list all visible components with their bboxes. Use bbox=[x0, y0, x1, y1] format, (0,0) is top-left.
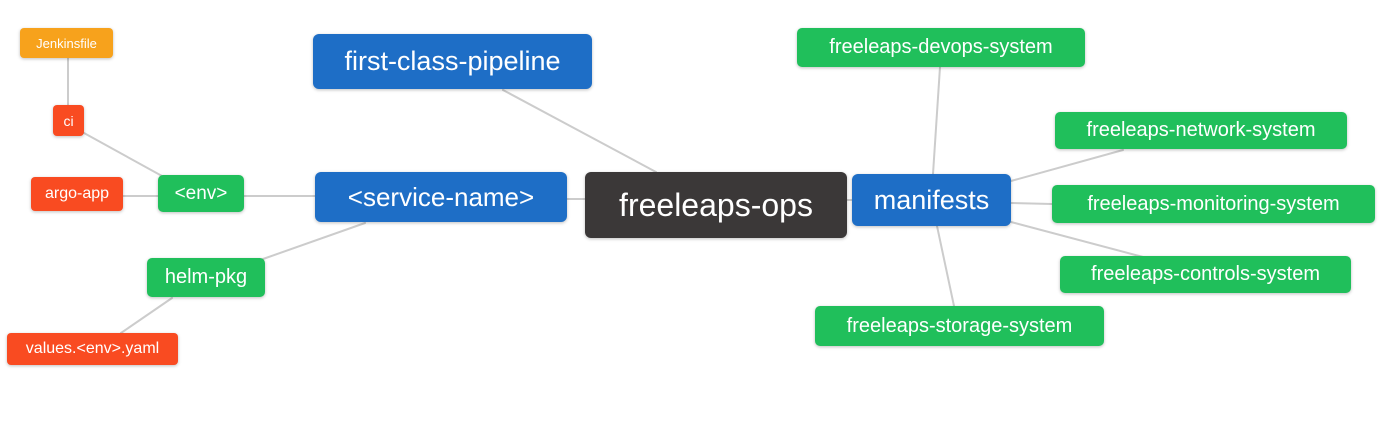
edge-values_env_yaml-helm_pkg bbox=[120, 297, 173, 334]
node-values-env-yaml[interactable]: values.<env>.yaml bbox=[7, 333, 178, 365]
edge-helm_pkg-service_name bbox=[262, 222, 366, 260]
node-freeleaps-ops-root[interactable]: freeleaps-ops bbox=[585, 172, 847, 238]
edge-manifests-network_system bbox=[1010, 149, 1124, 182]
node-env[interactable]: <env> bbox=[158, 175, 244, 212]
edge-manifests-controls_system bbox=[1010, 221, 1144, 258]
edge-manifests-devops_system bbox=[932, 66, 941, 175]
node-freeleaps-monitoring-system[interactable]: freeleaps-monitoring-system bbox=[1052, 185, 1375, 223]
node-freeleaps-controls-system[interactable]: freeleaps-controls-system bbox=[1060, 256, 1351, 293]
node-helm-pkg[interactable]: helm-pkg bbox=[147, 258, 265, 297]
edge-ci-env bbox=[83, 132, 163, 177]
node-first-class-pipeline[interactable]: first-class-pipeline bbox=[313, 34, 592, 89]
node-ci[interactable]: ci bbox=[53, 105, 84, 136]
node-service-name[interactable]: <service-name> bbox=[315, 172, 567, 222]
edge-manifests-monitoring_system bbox=[1010, 202, 1053, 205]
node-manifests[interactable]: manifests bbox=[852, 174, 1011, 226]
edge-manifests-storage_system bbox=[936, 225, 955, 307]
node-argo-app[interactable]: argo-app bbox=[31, 177, 123, 211]
node-freeleaps-devops-system[interactable]: freeleaps-devops-system bbox=[797, 28, 1085, 67]
node-jenkinsfile[interactable]: Jenkinsfile bbox=[20, 28, 113, 58]
node-freeleaps-network-system[interactable]: freeleaps-network-system bbox=[1055, 112, 1347, 149]
edge-first_class_pipeline-freeleaps_ops bbox=[502, 89, 657, 173]
node-freeleaps-storage-system[interactable]: freeleaps-storage-system bbox=[815, 306, 1104, 346]
